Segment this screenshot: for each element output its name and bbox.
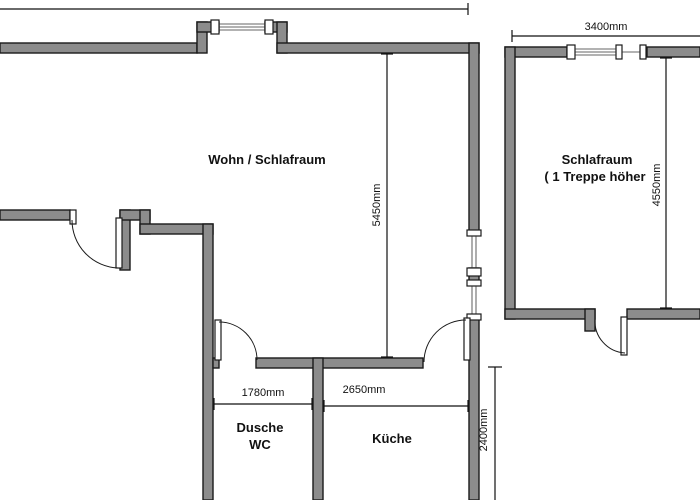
windows bbox=[210, 19, 647, 321]
wall-upper-bottom-right bbox=[626, 308, 700, 320]
right-window-frame-low bbox=[466, 313, 482, 321]
upper-window-frame-left bbox=[566, 44, 576, 60]
shower-door-panel bbox=[214, 319, 222, 361]
label-upper-width: 3400mm bbox=[585, 21, 628, 33]
kitchen-door bbox=[423, 317, 471, 363]
room-labels: Wohn / Schlafraum Schlafraum ( 1 Treppe … bbox=[208, 152, 645, 452]
right-window-frame-bottom bbox=[466, 267, 482, 277]
label-upper-height: 4550mm bbox=[651, 164, 663, 207]
bay-window-frame-left bbox=[210, 19, 220, 35]
label-kitchen-height: 2400mm bbox=[478, 409, 490, 452]
label-kitchen-width: 2650mm bbox=[343, 384, 386, 396]
walls-upper bbox=[504, 46, 700, 332]
wall-right-upper bbox=[468, 42, 480, 236]
room-shower-label-line2: WC bbox=[249, 437, 271, 452]
dimension-labels: 3400mm 4550mm 5450mm 1780mm 2650mm 2400m… bbox=[242, 21, 663, 451]
room-kitchen-label: Küche bbox=[372, 431, 412, 446]
wall-shower-kitchen bbox=[312, 357, 324, 500]
upper-window-frame-mid-left bbox=[615, 44, 623, 60]
shower-door bbox=[214, 319, 258, 361]
upper-door-swing bbox=[594, 318, 626, 354]
right-window-frame-mid bbox=[466, 279, 482, 287]
wall-left-lower bbox=[0, 209, 71, 221]
wall-upper-top-right bbox=[646, 46, 700, 58]
wall-upper-bottom-left bbox=[504, 308, 596, 320]
upper-window-frame-mid-right bbox=[639, 44, 647, 60]
upper-window bbox=[566, 44, 647, 60]
kitchen-door-panel bbox=[463, 317, 471, 361]
room-living-label: Wohn / Schlafraum bbox=[208, 152, 326, 167]
label-living-height: 5450mm bbox=[371, 184, 383, 227]
wall-corridor-left bbox=[202, 223, 214, 500]
wall-partition bbox=[255, 357, 424, 369]
entrance-door-panel bbox=[115, 217, 123, 269]
kitchen-door-swing bbox=[423, 319, 467, 363]
entrance-door bbox=[69, 209, 123, 269]
room-upper-label-line1: Schlafraum bbox=[562, 152, 633, 167]
entrance-door-leaf bbox=[69, 209, 77, 225]
right-window bbox=[466, 229, 482, 321]
bay-window bbox=[210, 19, 274, 35]
right-window-frame-top bbox=[466, 229, 482, 237]
dimension-lines bbox=[0, 3, 700, 500]
shower-door-swing bbox=[218, 321, 258, 361]
doors bbox=[69, 209, 628, 363]
entrance-door-swing bbox=[71, 219, 119, 269]
wall-upper-door-jamb bbox=[584, 308, 596, 332]
upper-door bbox=[594, 316, 628, 356]
wall-upper-left bbox=[504, 46, 516, 320]
bay-window-frame-right bbox=[264, 19, 274, 35]
room-upper-label-line2: ( 1 Treppe höher bbox=[544, 169, 645, 184]
room-shower-label-line1: Dusche bbox=[237, 420, 284, 435]
upper-door-panel bbox=[620, 316, 628, 356]
wall-top-right bbox=[276, 42, 480, 54]
wall-top-left bbox=[0, 42, 198, 54]
label-shower-width: 1780mm bbox=[242, 387, 285, 399]
wall-corridor-top bbox=[139, 223, 214, 235]
